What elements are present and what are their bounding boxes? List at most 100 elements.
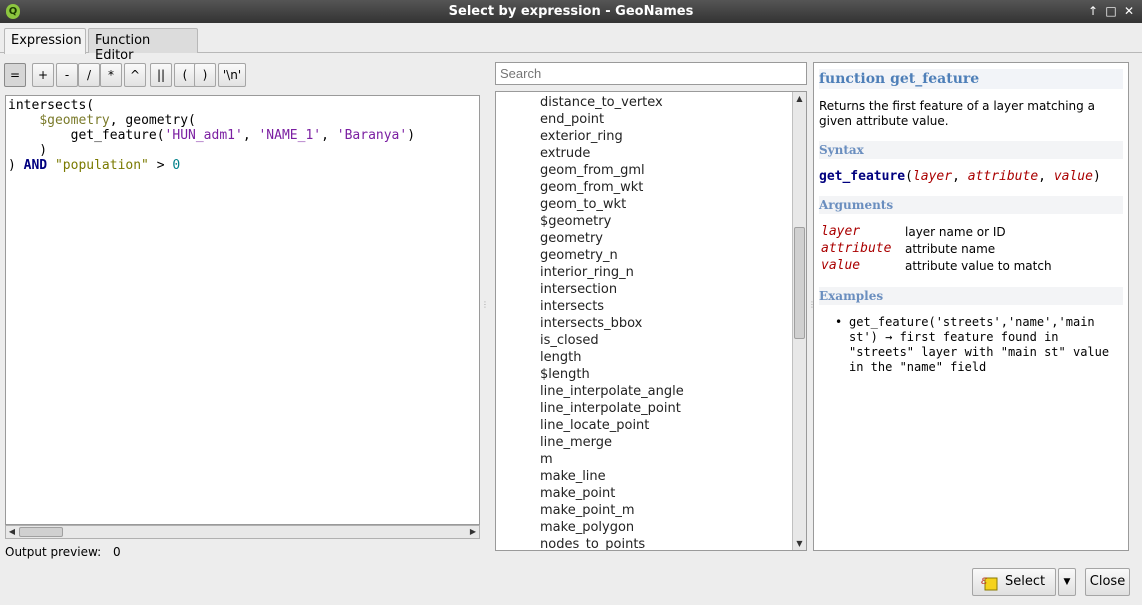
select-button[interactable]: ε Select: [972, 568, 1056, 596]
output-preview-label: Output preview:: [5, 545, 102, 559]
arguments-heading: Arguments: [819, 196, 1123, 214]
window-title: Select by expression - GeoNames: [448, 4, 694, 19]
function-list-item[interactable]: line_merge: [540, 435, 612, 450]
help-syntax: get_feature(layer, attribute, value): [819, 169, 1101, 184]
scroll-up-icon[interactable]: ▲: [796, 94, 803, 103]
code-token: ): [8, 158, 24, 173]
operator-equals-button[interactable]: =: [4, 63, 26, 87]
syntax-arg: value: [1053, 169, 1093, 184]
scrollbar-thumb[interactable]: [19, 527, 63, 537]
argument-row: value attribute value to match: [819, 258, 1123, 275]
tab-expression[interactable]: Expression: [4, 28, 86, 54]
tab-function-editor[interactable]: Function Editor: [88, 28, 198, 63]
operator-open-paren-button[interactable]: (: [174, 63, 196, 87]
argument-name: attribute: [821, 241, 892, 256]
scroll-down-icon[interactable]: ▼: [796, 539, 803, 548]
code-line: $geometry, geometry(: [8, 113, 415, 128]
operator-concat-button[interactable]: ||: [150, 63, 172, 87]
expression-editor[interactable]: intersects( $geometry, geometry( get_fea…: [5, 95, 480, 525]
operator-power-button[interactable]: ^: [124, 63, 146, 87]
function-list-item[interactable]: intersection: [540, 282, 618, 297]
argument-row: attribute attribute name: [819, 241, 1123, 258]
function-list-item[interactable]: geometry: [540, 231, 604, 246]
example-item: • get_feature('streets','name','main st'…: [835, 315, 1123, 375]
operator-minus-button[interactable]: -: [56, 63, 78, 87]
close-window-icon[interactable]: ✕: [1123, 4, 1135, 18]
function-list-item[interactable]: make_point_m: [540, 503, 635, 518]
code-token: 0: [172, 158, 181, 173]
code-token: 'NAME_1': [258, 128, 322, 143]
select-by-expression-icon: ε: [981, 573, 998, 591]
code-token: [8, 113, 39, 128]
maximize-icon[interactable]: □: [1105, 4, 1117, 18]
arguments-table: layer layer name or ID attribute attribu…: [819, 224, 1123, 275]
argument-row: layer layer name or ID: [819, 224, 1123, 241]
function-list-item[interactable]: m: [540, 452, 553, 467]
expression-code[interactable]: intersects( $geometry, geometry( get_fea…: [8, 98, 415, 173]
code-token: ,: [242, 128, 259, 143]
function-list-item[interactable]: nodes_to_points: [540, 537, 646, 551]
scrollbar-thumb[interactable]: [794, 227, 805, 339]
function-list-item[interactable]: extrude: [540, 146, 591, 161]
function-list-item[interactable]: interior_ring_n: [540, 265, 634, 280]
operator-close-paren-button[interactable]: ): [194, 63, 216, 87]
examples-heading: Examples: [819, 287, 1123, 305]
code-line: ) AND "population" > 0: [8, 158, 415, 173]
argument-name: layer: [821, 224, 861, 239]
code-token: 'Baranya': [336, 128, 408, 143]
function-list-item[interactable]: line_locate_point: [540, 418, 650, 433]
function-list-item[interactable]: geom_from_gml: [540, 163, 645, 178]
code-token: "population": [54, 158, 149, 173]
function-list[interactable]: distance_to_vertex end_point exterior_ring…: [495, 91, 807, 551]
operator-divide-button[interactable]: /: [78, 63, 100, 87]
splitter-handle-left[interactable]: ⋮: [481, 300, 489, 309]
function-list-item[interactable]: line_interpolate_angle: [540, 384, 684, 399]
operator-plus-button[interactable]: +: [32, 63, 54, 87]
operator-multiply-button[interactable]: *: [100, 63, 122, 87]
function-list-item[interactable]: intersects: [540, 299, 605, 314]
code-token: >: [148, 158, 173, 173]
syntax-function-name: get_feature: [819, 169, 906, 184]
select-button-label: Select: [1005, 574, 1046, 589]
function-list-item[interactable]: $length: [540, 367, 590, 382]
example-text: get_feature('streets','name','main st') …: [849, 315, 1110, 374]
arrow-up-icon[interactable]: ↑: [1087, 4, 1099, 18]
function-list-item[interactable]: make_point: [540, 486, 616, 501]
function-list-item[interactable]: is_closed: [540, 333, 599, 348]
function-list-item[interactable]: exterior_ring: [540, 129, 623, 144]
code-token: ): [407, 128, 416, 143]
function-list-item[interactable]: end_point: [540, 112, 605, 127]
function-list-item[interactable]: intersects_bbox: [540, 316, 643, 331]
code-token: get_feature(: [8, 128, 165, 143]
function-list-item[interactable]: $geometry: [540, 214, 612, 229]
function-list-item[interactable]: make_line: [540, 469, 606, 484]
function-list-item[interactable]: length: [540, 350, 582, 365]
syntax-arg: layer: [912, 169, 953, 184]
code-token: $geometry: [39, 113, 110, 128]
function-list-scrollbar[interactable]: ▲ ▼: [792, 92, 806, 550]
code-line: get_feature('HUN_adm1', 'NAME_1', 'Baran…: [8, 128, 415, 143]
code-token: ,: [321, 128, 337, 143]
function-list-item[interactable]: line_interpolate_point: [540, 401, 681, 416]
code-token: , geometry(: [109, 113, 196, 128]
function-list-item[interactable]: make_polygon: [540, 520, 635, 535]
operator-newline-button[interactable]: '\n': [218, 63, 246, 87]
select-dropdown-button[interactable]: ▼: [1058, 568, 1076, 596]
editor-horizontal-scrollbar[interactable]: ◀ ▶: [5, 525, 480, 539]
code-line: intersects(: [8, 98, 415, 113]
function-list-item[interactable]: geom_to_wkt: [540, 197, 627, 212]
function-list-item[interactable]: distance_to_vertex: [540, 95, 663, 110]
splitter-handle-right[interactable]: ⋮: [808, 300, 816, 309]
code-token: AND: [23, 158, 48, 173]
argument-description: layer name or ID: [905, 225, 1006, 239]
function-help-panel: function get_feature Returns the first f…: [813, 62, 1129, 551]
scroll-left-icon[interactable]: ◀: [8, 527, 16, 536]
search-input[interactable]: [495, 62, 807, 85]
scroll-right-icon[interactable]: ▶: [469, 527, 477, 536]
svg-text:ε: ε: [981, 573, 987, 587]
function-list-item[interactable]: geometry_n: [540, 248, 618, 263]
close-button[interactable]: Close: [1085, 568, 1130, 596]
bullet-icon: •: [835, 315, 843, 329]
function-list-item[interactable]: geom_from_wkt: [540, 180, 644, 195]
argument-description: attribute value to match: [905, 259, 1052, 273]
